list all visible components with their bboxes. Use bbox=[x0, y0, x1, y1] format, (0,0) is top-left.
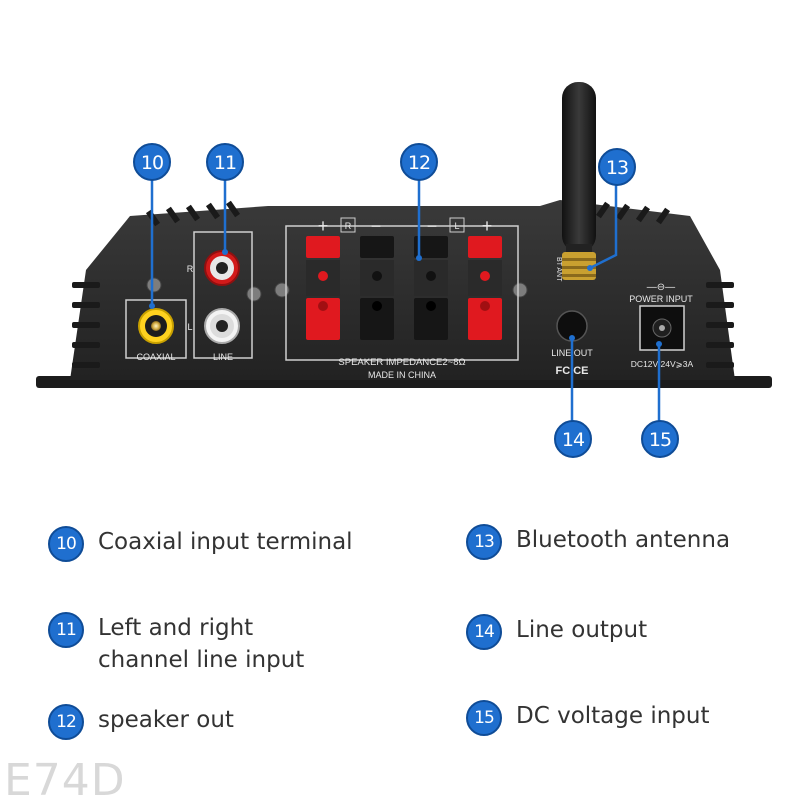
line-label: LINE bbox=[213, 352, 233, 362]
heatsink-fins-right bbox=[595, 201, 734, 368]
speaker-header: + R − − L + bbox=[318, 216, 493, 236]
speaker-impedance-label: SPEAKER IMPEDANCE2~8Ω bbox=[338, 357, 465, 368]
heatsink-fins-left bbox=[72, 200, 241, 368]
callout-badge-11: 11 bbox=[206, 143, 244, 181]
callout-badge-14: 14 bbox=[554, 420, 592, 458]
legend-item-13: 13 Bluetooth antenna bbox=[466, 524, 730, 560]
legend-text-15: DC voltage input bbox=[516, 703, 710, 729]
svg-text:13: 13 bbox=[606, 157, 628, 179]
made-in-label: MADE IN CHINA bbox=[368, 370, 436, 380]
bluetooth-antenna[interactable] bbox=[562, 82, 596, 280]
power-input-label: POWER INPUT bbox=[629, 294, 693, 304]
dc-power-jack[interactable] bbox=[639, 305, 685, 351]
dc-rating-label: DC12V-24V⩾3A bbox=[631, 359, 694, 369]
svg-text:14: 14 bbox=[562, 429, 585, 451]
legend-badge-13: 13 bbox=[466, 524, 502, 560]
legend-item-11: 11 Left and right channel line input bbox=[48, 612, 304, 676]
power-symbol: —⊖— bbox=[647, 282, 675, 293]
legend-text-14: Line output bbox=[516, 617, 648, 643]
svg-text:−: − bbox=[427, 216, 438, 236]
legend-badge-11: 11 bbox=[48, 612, 84, 648]
svg-text:12: 12 bbox=[408, 152, 430, 174]
legend-text-11: Left and right channel line input bbox=[98, 615, 305, 673]
legend-item-15: 15 DC voltage input bbox=[466, 700, 710, 736]
svg-text:L: L bbox=[454, 221, 459, 231]
legend-text-13: Bluetooth antenna bbox=[516, 527, 731, 553]
callout-badge-15: 15 bbox=[641, 420, 679, 458]
svg-text:+: + bbox=[318, 216, 329, 236]
coaxial-label: COAXIAL bbox=[136, 352, 175, 362]
watermark: E74D bbox=[4, 755, 126, 806]
legend-item-12: 12 speaker out bbox=[48, 704, 234, 740]
r-channel-label: R bbox=[187, 264, 194, 274]
legend-item-14: 14 Line output bbox=[466, 614, 647, 650]
legend-text-10: Coaxial input terminal bbox=[98, 529, 353, 555]
callout-badge-12: 12 bbox=[400, 143, 438, 181]
svg-text:+: + bbox=[482, 216, 493, 236]
bt-ant-label: BT ANT bbox=[555, 257, 562, 282]
callout-badge-13: 13 bbox=[598, 148, 636, 186]
speaker-block-outline bbox=[285, 225, 519, 361]
coaxial-jack[interactable] bbox=[138, 308, 174, 344]
left-input-block bbox=[125, 231, 253, 359]
svg-text:R: R bbox=[345, 221, 352, 231]
amplifier-rear-panel-diagram: COAXIAL R L LINE + R − − L + bbox=[36, 82, 772, 458]
legend-item-10: 10 Coaxial input terminal bbox=[48, 526, 353, 562]
speaker-terminals[interactable] bbox=[306, 236, 502, 340]
legend-badge-12: 12 bbox=[48, 704, 84, 740]
svg-text:10: 10 bbox=[141, 152, 163, 174]
svg-text:−: − bbox=[371, 216, 382, 236]
callout-badge-10: 10 bbox=[133, 143, 171, 181]
svg-text:11: 11 bbox=[214, 152, 236, 174]
legend-badge-14: 14 bbox=[466, 614, 502, 650]
callout-dots bbox=[149, 249, 662, 347]
legend-badge-10: 10 bbox=[48, 526, 84, 562]
l-channel-label: L bbox=[187, 322, 192, 332]
legend-badge-15: 15 bbox=[466, 700, 502, 736]
line-input-right-jack[interactable] bbox=[204, 250, 240, 286]
line-input-left-jack[interactable] bbox=[204, 308, 240, 344]
svg-text:15: 15 bbox=[649, 429, 671, 451]
legend-text-12: speaker out bbox=[98, 707, 234, 733]
callout-lines bbox=[150, 180, 661, 422]
